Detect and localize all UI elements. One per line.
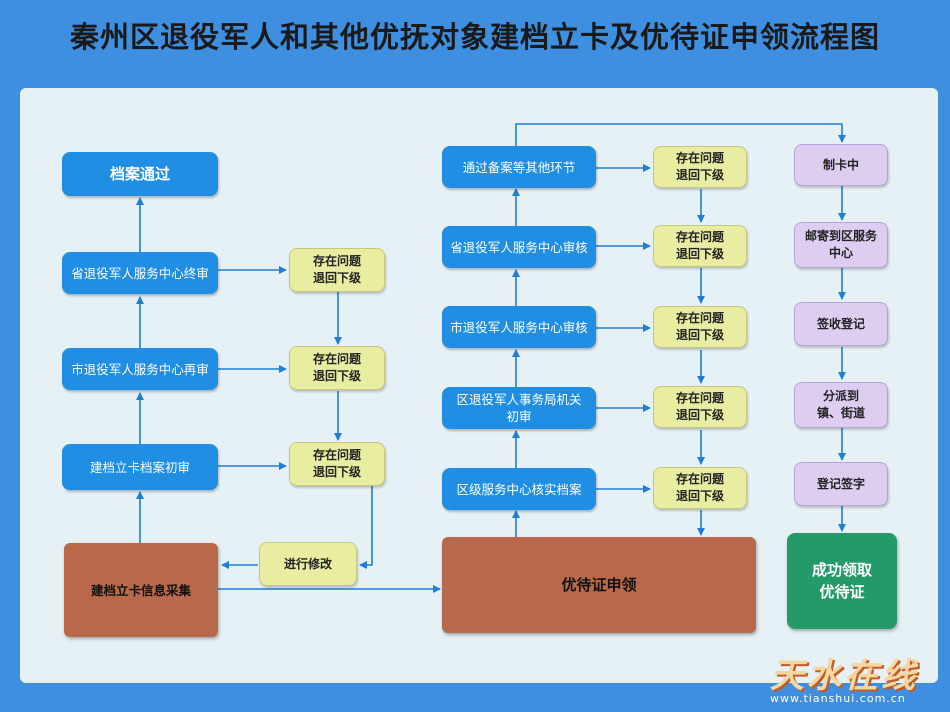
mid-return-box-3: 存在问题 退回下级 — [653, 306, 747, 348]
revise-box: 进行修改 — [259, 542, 357, 586]
mail-box: 邮寄到区服务 中心 — [794, 222, 888, 268]
mid-return-box-4: 存在问题 退回下级 — [653, 386, 747, 428]
initial-review-box: 建档立卡档案初审 — [62, 444, 218, 490]
register-sign-box: 登记签字 — [794, 462, 888, 506]
page-title: 秦州区退役军人和其他优抚对象建档立卡及优待证申领流程图 — [69, 20, 880, 54]
mid-return-box-1: 存在问题 退回下级 — [653, 146, 747, 188]
arrow-filing-to-making-card — [515, 123, 846, 146]
mid-return-box-2: 存在问题 退回下级 — [653, 225, 747, 267]
arrow-return3-to-revise — [359, 466, 373, 569]
application-box: 优待证申领 — [442, 537, 756, 633]
left-return-box-3: 存在问题 退回下级 — [289, 442, 385, 486]
dispatch-box: 分派到 镇、街道 — [794, 382, 888, 428]
filing-steps-box: 通过备案等其他环节 — [442, 146, 596, 188]
left-return-box-1: 存在问题 退回下级 — [289, 248, 385, 292]
district-bureau-review-box: 区退役军人事务局机关 初审 — [442, 387, 596, 429]
provincial-audit-box: 省退役军人服务中心审核 — [442, 226, 596, 268]
provincial-final-review-box: 省退役军人服务中心终审 — [62, 252, 218, 294]
city-audit-box: 市退役军人服务中心审核 — [442, 306, 596, 348]
mid-return-box-5: 存在问题 退回下级 — [653, 467, 747, 509]
watermark-url: www.tianshui.com.cn — [770, 692, 906, 705]
watermark-logo: 天水在线 — [770, 656, 918, 696]
district-verify-box: 区级服务中心核实档案 — [442, 468, 596, 510]
city-second-review-box: 市退役军人服务中心再审 — [62, 348, 218, 390]
left-return-box-2: 存在问题 退回下级 — [289, 346, 385, 390]
success-box: 成功领取 优待证 — [787, 533, 897, 629]
info-collection-box: 建档立卡信息采集 — [64, 543, 218, 637]
sign-register-box: 签收登记 — [794, 302, 888, 346]
making-card-box: 制卡中 — [794, 144, 888, 186]
archive-pass-box: 档案通过 — [62, 152, 218, 196]
